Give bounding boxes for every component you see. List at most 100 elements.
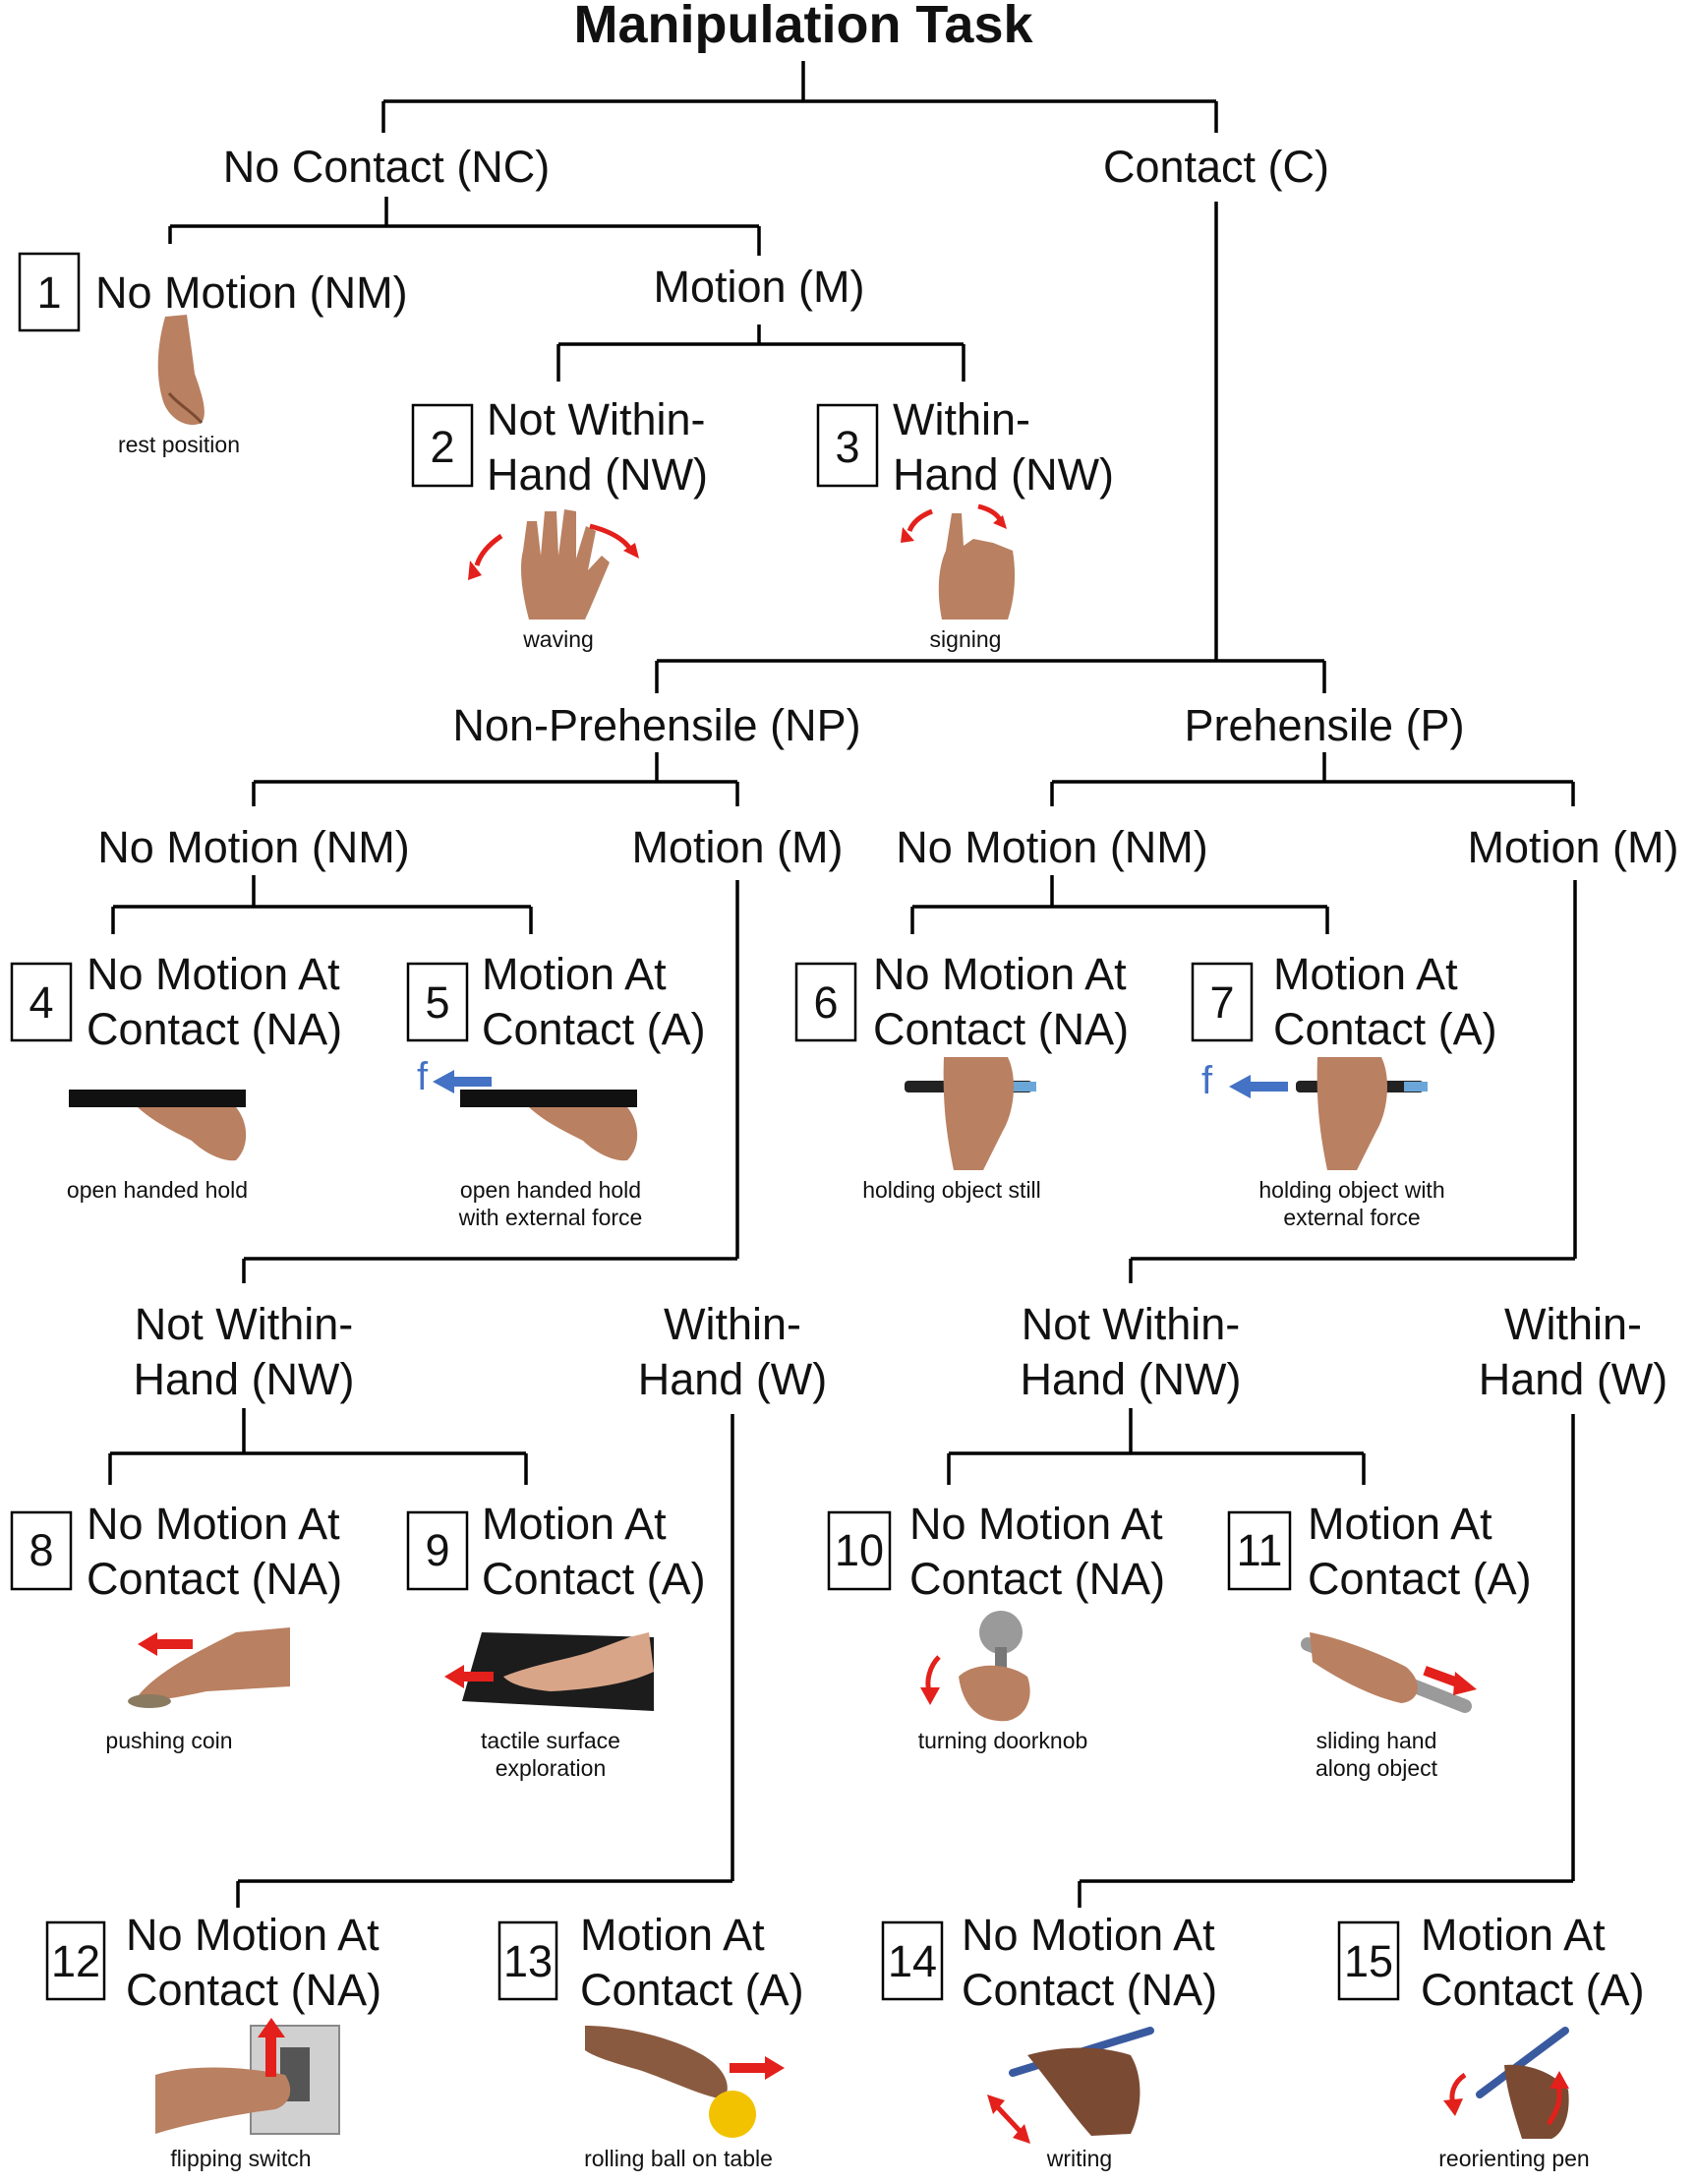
leaf-label-line1: No Motion At xyxy=(126,1910,380,1960)
leaf-number: 4 xyxy=(29,977,53,1028)
leaf-6: 6 No Motion At Contact (NA) holding obje… xyxy=(794,949,1129,1203)
level-np-within-line2: Hand (W) xyxy=(638,1354,828,1404)
leaf-label-line1: No Motion At xyxy=(87,949,340,999)
leaf-15: 15 Motion At Contact (A) reorienting pen xyxy=(1337,1910,1645,2171)
leaf-caption: writing xyxy=(1046,2146,1112,2171)
leaf-number: 2 xyxy=(430,422,454,472)
leaf-caption: rolling ball on table xyxy=(584,2146,773,2171)
reorienting-pen-illustration xyxy=(1443,2027,1569,2139)
open-hand-hold-illustration xyxy=(69,1090,247,1161)
flipping-switch-illustration xyxy=(155,2018,340,2135)
leaf-label-line2: Contact (A) xyxy=(1421,1965,1645,2015)
leaf-caption: flipping switch xyxy=(170,2146,311,2171)
leaf-label-line1: Not Within- xyxy=(487,394,706,444)
level-p-motion: Motion (M) xyxy=(1467,822,1678,872)
leaf-label-line1: No Motion (NM) xyxy=(95,267,408,318)
leaf-label-line1: Motion At xyxy=(482,949,667,999)
leaf-caption-line2: external force xyxy=(1283,1205,1420,1230)
leaf-number: 14 xyxy=(888,1936,937,1986)
leaf-label-line1: Motion At xyxy=(1308,1499,1492,1549)
leaf-number: 3 xyxy=(835,422,859,472)
level-nc-motion: Motion (M) xyxy=(653,262,864,312)
tree-connectors xyxy=(108,61,1577,1908)
leaf-label-line2: Contact (A) xyxy=(482,1554,706,1604)
leaf-12: 12 No Motion At Contact (NA) flipping sw… xyxy=(45,1910,381,2171)
leaf-label-line2: Contact (A) xyxy=(1308,1554,1532,1604)
leaf-label-line1: Motion At xyxy=(1273,949,1458,999)
holding-object-force-illustration xyxy=(1229,1057,1428,1170)
leaf-label-line1: Motion At xyxy=(580,1910,765,1960)
leaf-caption: pushing coin xyxy=(105,1728,232,1753)
open-hand-force-illustration xyxy=(433,1070,638,1161)
leaf-caption: rest position xyxy=(118,432,240,457)
writing-illustration xyxy=(987,2027,1154,2144)
leaf-label-line2: Contact (A) xyxy=(580,1965,804,2015)
leaf-label-line1: Motion At xyxy=(482,1499,667,1549)
leaf-label-line2: Contact (NA) xyxy=(87,1554,342,1604)
leaf-5: 5 Motion At Contact (A) f open handed ho… xyxy=(406,949,706,1230)
leaf-caption-line2: exploration xyxy=(496,1755,607,1781)
leaf-13: 13 Motion At Contact (A) rolling ball on… xyxy=(497,1910,804,2171)
level-contact: Contact (C) xyxy=(1103,142,1329,192)
leaf-caption: signing xyxy=(930,626,1002,652)
leaf-label-line2: Contact (NA) xyxy=(87,1004,342,1054)
leaf-label-line2: Hand (NW) xyxy=(487,449,708,500)
leaf-caption-line1: open handed hold xyxy=(460,1177,641,1203)
leaf-number: 12 xyxy=(51,1936,100,1986)
leaf-caption-line1: tactile surface xyxy=(481,1728,620,1753)
leaf-3: 3 Within- Hand (NW) signing xyxy=(816,394,1114,652)
leaf-number: 9 xyxy=(425,1525,449,1575)
leaf-8: 8 No Motion At Contact (NA) pushing coin xyxy=(10,1499,342,1753)
leaf-label-line2: Contact (A) xyxy=(482,1004,706,1054)
diagram-title: Manipulation Task xyxy=(573,0,1033,54)
leaf-2: 2 Not Within- Hand (NW) waving xyxy=(411,394,708,652)
turning-doorknob-illustration xyxy=(920,1611,1030,1722)
leaf-label-line1: Motion At xyxy=(1421,1910,1606,1960)
leaf-1: 1 No Motion (NM) rest position xyxy=(18,252,408,457)
sliding-hand-illustration xyxy=(1301,1632,1477,1713)
leaf-caption-line1: holding object with xyxy=(1258,1177,1444,1203)
leaf-caption: open handed hold xyxy=(67,1177,248,1203)
leaf-number: 5 xyxy=(425,977,449,1028)
leaf-caption: turning doorknob xyxy=(918,1728,1088,1753)
leaf-label-line1: No Motion At xyxy=(962,1910,1215,1960)
leaf-caption: reorienting pen xyxy=(1438,2146,1589,2171)
level-np-not-within-line2: Hand (NW) xyxy=(133,1354,354,1404)
force-label: f xyxy=(1201,1059,1213,1102)
leaf-number: 10 xyxy=(835,1525,884,1575)
holding-object-illustration xyxy=(905,1057,1036,1170)
leaf-label-line1: Within- xyxy=(893,394,1030,444)
level-p-not-within-line1: Not Within- xyxy=(1022,1299,1241,1349)
leaf-number: 13 xyxy=(503,1936,553,1986)
leaf-label-line2: Contact (NA) xyxy=(126,1965,381,2015)
rolling-ball-illustration xyxy=(585,2026,785,2138)
leaf-label-line2: Contact (A) xyxy=(1273,1004,1497,1054)
hand-rest-illustration xyxy=(157,315,205,426)
leaf-caption-line2: with external force xyxy=(458,1205,643,1230)
leaf-9: 9 Motion At Contact (A) tactile surface … xyxy=(406,1499,706,1781)
leaf-7: 7 Motion At Contact (A) f holding object… xyxy=(1191,949,1497,1230)
leaf-caption-line2: along object xyxy=(1316,1755,1438,1781)
force-label: f xyxy=(417,1055,429,1098)
level-prehensile: Prehensile (P) xyxy=(1184,700,1464,750)
level-np-not-within-line1: Not Within- xyxy=(135,1299,354,1349)
level-p-within-line2: Hand (W) xyxy=(1479,1354,1668,1404)
leaf-label-line2: Contact (NA) xyxy=(873,1004,1129,1054)
leaf-label-line2: Contact (NA) xyxy=(909,1554,1165,1604)
leaf-label-line1: No Motion At xyxy=(87,1499,340,1549)
level-p-no-motion: No Motion (NM) xyxy=(896,822,1208,872)
level-np-no-motion: No Motion (NM) xyxy=(97,822,410,872)
level-np-motion: Motion (M) xyxy=(631,822,843,872)
leaf-14: 14 No Motion At Contact (NA) writing xyxy=(881,1910,1217,2171)
tactile-exploration-illustration xyxy=(444,1632,654,1711)
leaf-caption: waving xyxy=(522,626,594,652)
leaf-number: 1 xyxy=(36,267,61,318)
hand-signing-illustration xyxy=(901,503,1016,620)
leaf-label-line2: Hand (NW) xyxy=(893,449,1114,500)
leaf-label-line2: Contact (NA) xyxy=(962,1965,1217,2015)
leaf-number: 15 xyxy=(1344,1936,1393,1986)
leaf-caption-line1: sliding hand xyxy=(1316,1728,1437,1753)
leaf-number: 11 xyxy=(1237,1525,1283,1575)
level-no-contact: No Contact (NC) xyxy=(223,142,551,192)
